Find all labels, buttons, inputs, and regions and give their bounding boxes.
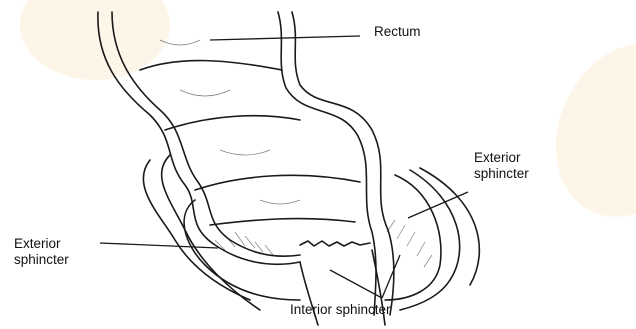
exterior-left-leader [100, 243, 218, 248]
right-skin [420, 168, 479, 285]
canal-jagged [300, 241, 370, 246]
left-sphincter-outline [184, 200, 300, 300]
exterior-right-leader [408, 192, 468, 218]
exterior-sphincter-right-label: Exterior sphincter [474, 150, 529, 182]
exterior-sphincter-right-line1: Exterior [474, 150, 529, 166]
interior-leader-left [330, 270, 382, 298]
exterior-sphincter-right-line2: sphincter [474, 166, 529, 182]
exterior-sphincter-left-label: Exterior sphincter [14, 236, 69, 268]
right-tissue [400, 170, 460, 310]
exterior-sphincter-left-line1: Exterior [14, 236, 69, 252]
exterior-sphincter-left-line2: sphincter [14, 252, 69, 268]
fold-3 [195, 175, 360, 190]
rectum-label: Rectum [374, 24, 421, 40]
fold-4 [210, 219, 355, 225]
rectum-wall-left [98, 12, 300, 264]
rectum-wall-right [292, 12, 394, 315]
fold-1 [140, 61, 282, 70]
fold-2 [165, 116, 300, 130]
interior-leader-right [382, 255, 400, 298]
rectum-wall-right-inner [278, 12, 376, 315]
interior-sphincter-label: Interior sphincter [290, 302, 391, 318]
rectum-leader [210, 36, 360, 40]
